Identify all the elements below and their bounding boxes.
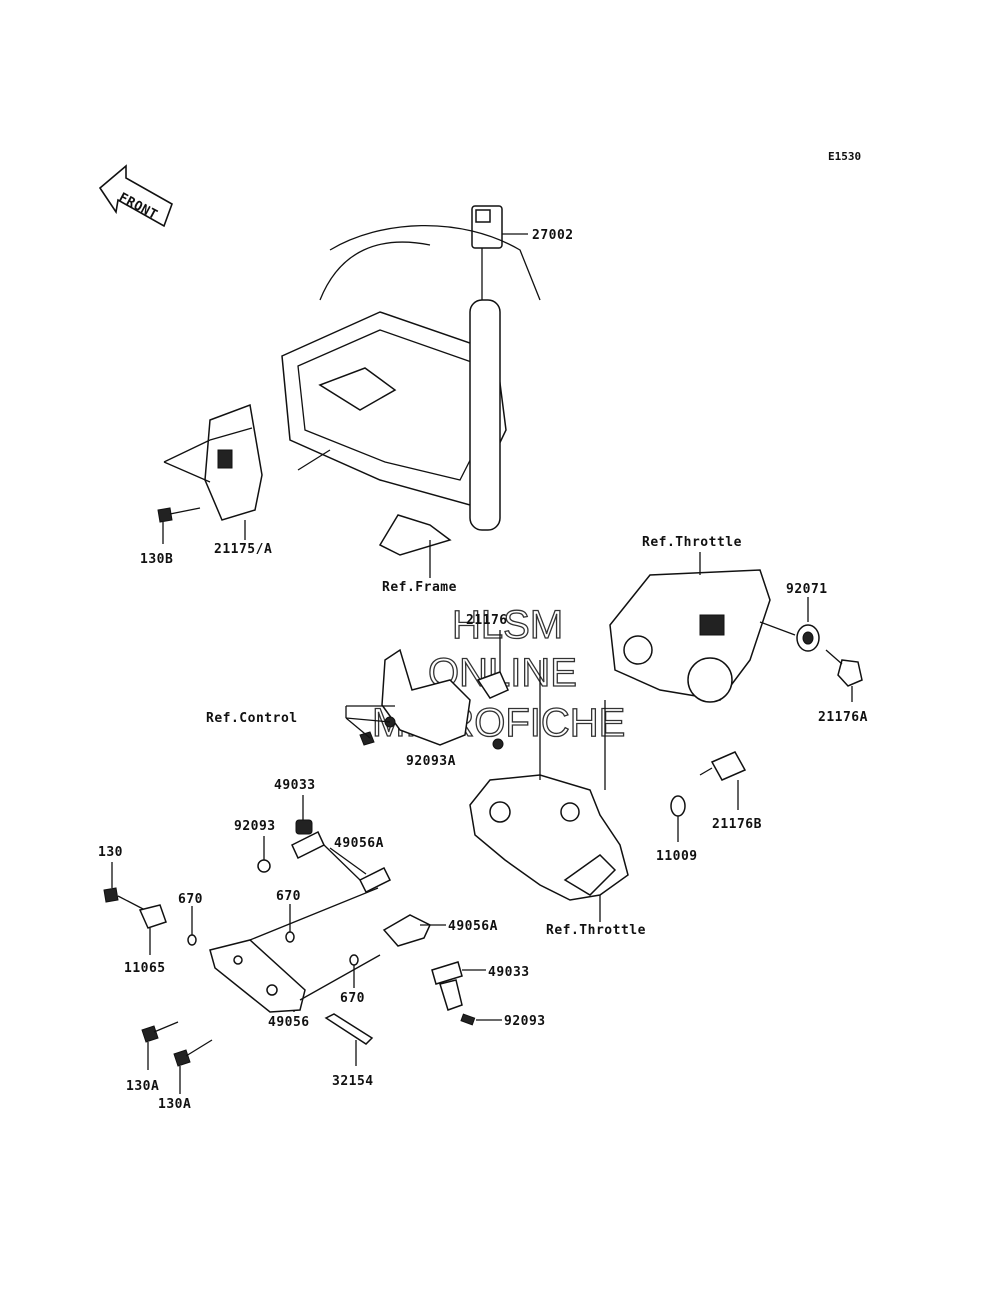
label-130b: 130B [140, 552, 173, 567]
control-bracket [345, 648, 471, 746]
throttle-body [609, 552, 771, 703]
oring-670-a [187, 906, 197, 946]
injector-49056a-mid [382, 914, 446, 947]
label-ref-throttle-bottom: Ref.Throttle [546, 923, 646, 938]
oring-670-c [349, 954, 359, 988]
label-92093-left: 92093 [234, 819, 276, 834]
cap-92093a [492, 738, 504, 750]
label-21176: 21176 [466, 613, 508, 628]
label-ref-frame: Ref.Frame [382, 580, 457, 595]
bolt-130a-1 [141, 1021, 179, 1070]
oring-670-b [285, 904, 295, 943]
oring-11009 [670, 795, 686, 842]
bolt-130b [157, 507, 201, 544]
label-21176a: 21176A [818, 710, 868, 725]
watermark-line-1: HLSM [452, 603, 563, 647]
injector-49033-top [295, 795, 313, 835]
frame-bracket [281, 224, 541, 578]
sensor-21176a [825, 649, 863, 702]
label-27002: 27002 [532, 228, 574, 243]
label-130: 130 [98, 845, 123, 860]
label-92071: 92071 [786, 582, 828, 597]
ecu-21175a [163, 403, 263, 540]
label-ref-control: Ref.Control [206, 711, 298, 726]
label-11009: 11009 [656, 849, 698, 864]
label-92093-bottom: 92093 [504, 1014, 546, 1029]
intake-manifold [469, 660, 629, 922]
grommet-92071 [759, 597, 820, 652]
sensor-21176 [476, 630, 509, 699]
injector-49056a-top [291, 830, 392, 894]
label-670-b: 670 [276, 889, 301, 904]
label-ref-throttle-top: Ref.Throttle [642, 535, 742, 550]
cap-92093-bottom [460, 1013, 502, 1026]
label-49056a-mid: 49056A [448, 919, 498, 934]
injector-49033-bottom [431, 961, 486, 1011]
cap-92093-left [257, 836, 271, 873]
fuel-rail-49056 [209, 887, 381, 1013]
label-21176b: 21176B [712, 817, 762, 832]
label-49056a-top: 49056A [334, 836, 384, 851]
bolt-130 [103, 862, 146, 911]
sensor-21176b [699, 751, 747, 810]
label-130a-2: 130A [158, 1097, 191, 1112]
pipe-32154 [324, 1013, 374, 1066]
front-arrow-icon: FRONT [98, 164, 173, 228]
label-32154: 32154 [332, 1074, 374, 1089]
bolt-130a-2 [173, 1039, 213, 1094]
label-670-a: 670 [178, 892, 203, 907]
label-49033-bottom: 49033 [488, 965, 530, 980]
label-21175a: 21175/A [214, 542, 272, 557]
label-92093a: 92093A [406, 754, 456, 769]
label-11065: 11065 [124, 961, 166, 976]
label-49033-top: 49033 [274, 778, 316, 793]
label-49056: 49056 [268, 1015, 310, 1030]
bracket-11065 [138, 904, 167, 955]
diagram-code: E1530 [828, 150, 861, 163]
label-130a-1: 130A [126, 1079, 159, 1094]
label-670-c: 670 [340, 991, 365, 1006]
